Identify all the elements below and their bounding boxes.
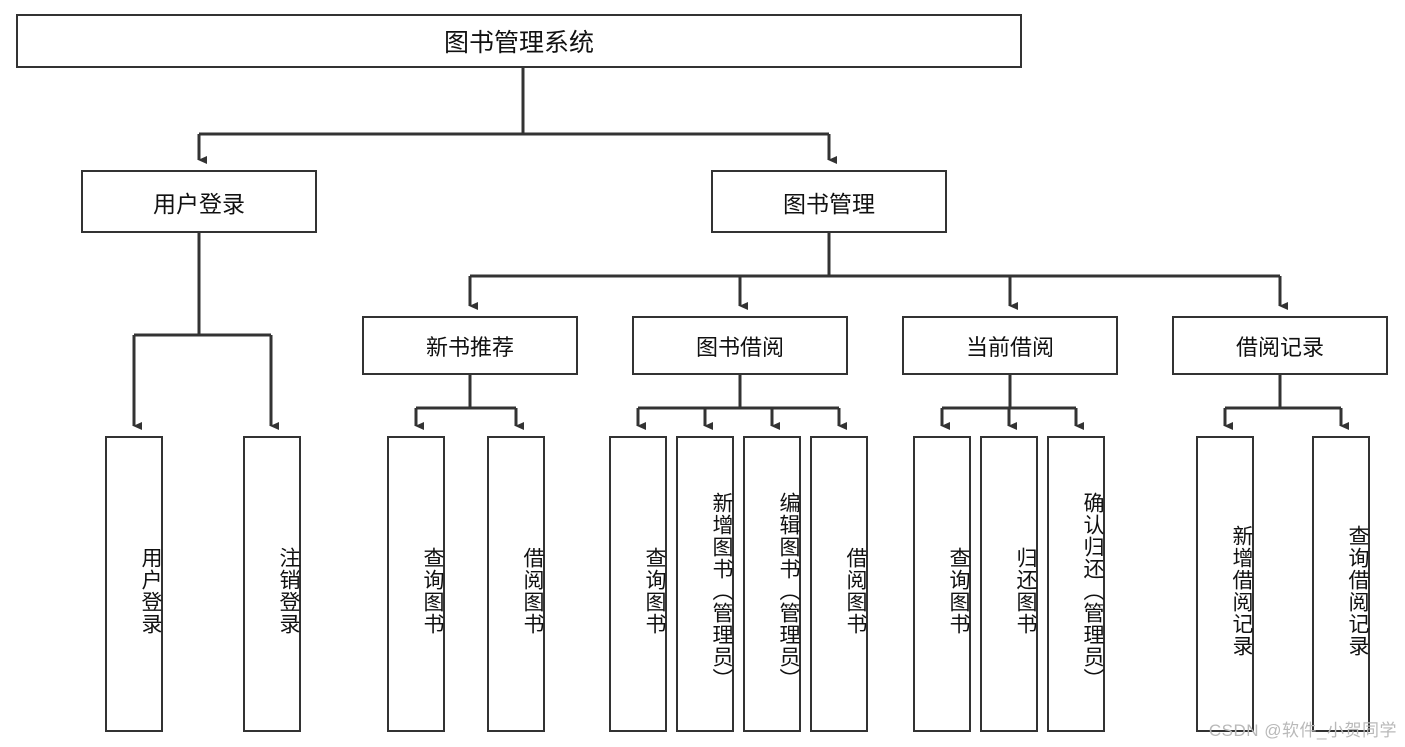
node-leaf-query-record-label: 查询借阅记录 bbox=[1346, 525, 1369, 657]
node-leaf-user-logout-label: 注销登录 bbox=[277, 547, 300, 635]
node-new-book-recommend-label: 新书推荐 bbox=[425, 334, 514, 360]
node-root-label: 图书管理系统 bbox=[443, 29, 594, 57]
node-leaf-return-book[interactable]: 归还图书 bbox=[980, 436, 1038, 732]
node-leaf-confirm-return-label: 确认归还（管理员） bbox=[1081, 492, 1104, 690]
node-leaf-add-record[interactable]: 新增借阅记录 bbox=[1196, 436, 1254, 732]
node-user-login[interactable]: 用户登录 bbox=[81, 170, 317, 233]
node-leaf-edit-book[interactable]: 编辑图书（管理员） bbox=[743, 436, 801, 732]
node-current-borrow-label: 当前借阅 bbox=[965, 334, 1054, 360]
node-book-manage[interactable]: 图书管理 bbox=[711, 170, 947, 233]
node-leaf-confirm-return[interactable]: 确认归还（管理员） bbox=[1047, 436, 1105, 732]
node-leaf-query-book-3-label: 查询图书 bbox=[947, 547, 970, 635]
node-new-book-recommend[interactable]: 新书推荐 bbox=[362, 316, 578, 375]
node-leaf-borrow-book-2[interactable]: 借阅图书 bbox=[810, 436, 868, 732]
node-borrow-record[interactable]: 借阅记录 bbox=[1172, 316, 1388, 375]
node-leaf-add-book[interactable]: 新增图书（管理员） bbox=[676, 436, 734, 732]
node-leaf-user-login[interactable]: 用户登录 bbox=[105, 436, 163, 732]
node-leaf-borrow-book-1[interactable]: 借阅图书 bbox=[487, 436, 545, 732]
node-root[interactable]: 图书管理系统 bbox=[16, 14, 1022, 68]
node-leaf-add-book-label: 新增图书（管理员） bbox=[710, 492, 733, 690]
node-leaf-query-record[interactable]: 查询借阅记录 bbox=[1312, 436, 1370, 732]
node-leaf-edit-book-label: 编辑图书（管理员） bbox=[777, 492, 800, 690]
node-user-login-label: 用户登录 bbox=[153, 190, 245, 217]
node-leaf-user-logout[interactable]: 注销登录 bbox=[243, 436, 301, 732]
node-book-borrow[interactable]: 图书借阅 bbox=[632, 316, 848, 375]
node-leaf-add-record-label: 新增借阅记录 bbox=[1230, 525, 1253, 657]
node-book-borrow-label: 图书借阅 bbox=[695, 334, 784, 360]
watermark-text: CSDN @软件_小贺同学 bbox=[1208, 721, 1397, 740]
node-leaf-query-book-3[interactable]: 查询图书 bbox=[913, 436, 971, 732]
node-leaf-query-book-2-label: 查询图书 bbox=[643, 547, 666, 635]
node-leaf-borrow-book-1-label: 借阅图书 bbox=[521, 547, 544, 635]
node-leaf-query-book-1[interactable]: 查询图书 bbox=[387, 436, 445, 732]
node-leaf-user-login-label: 用户登录 bbox=[139, 547, 162, 635]
node-current-borrow[interactable]: 当前借阅 bbox=[902, 316, 1118, 375]
node-leaf-borrow-book-2-label: 借阅图书 bbox=[844, 547, 867, 635]
node-leaf-query-book-2[interactable]: 查询图书 bbox=[609, 436, 667, 732]
node-borrow-record-label: 借阅记录 bbox=[1235, 334, 1324, 360]
node-book-manage-label: 图书管理 bbox=[783, 190, 875, 217]
node-leaf-query-book-1-label: 查询图书 bbox=[421, 547, 444, 635]
node-leaf-return-book-label: 归还图书 bbox=[1014, 547, 1037, 635]
